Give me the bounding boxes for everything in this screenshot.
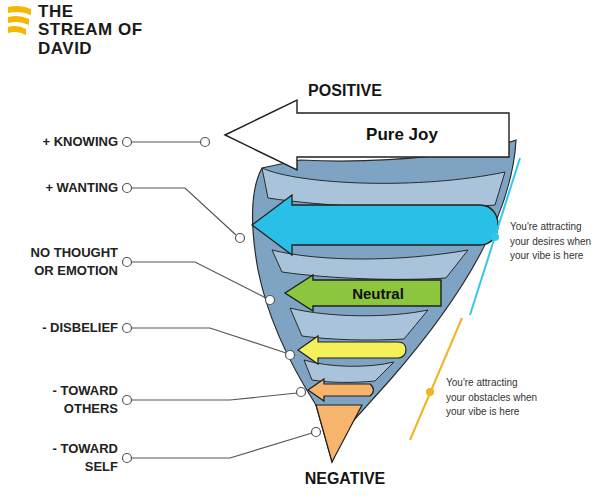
neutral-arrow: Neutral — [283, 274, 443, 312]
emotion-level: - TOWARD OTHERS — [28, 382, 118, 417]
arrow-shape — [225, 100, 509, 170]
orange-arrow — [308, 379, 374, 401]
brand-name: THE STREAM OF DAVID — [38, 3, 150, 58]
emotion-level: - DISBELIEF — [28, 319, 118, 337]
leader-dots — [123, 138, 321, 463]
joy-arrow: Pure Joy — [222, 98, 512, 172]
band-label: Neutral — [352, 285, 404, 302]
cone-tip — [316, 405, 362, 462]
spiral-band — [262, 168, 505, 208]
logo-icon — [8, 6, 31, 35]
emotion-level: NO THOUGHT OR EMOTION — [28, 244, 118, 279]
band-label: Pure Joy — [366, 125, 438, 145]
emotion-level: - TOWARD SELF — [28, 440, 118, 475]
emotion-level: + KNOWING — [28, 133, 118, 151]
range-note: You're attracting your obstacles when yo… — [446, 376, 538, 420]
leader-lines — [132, 142, 312, 458]
pole-heading: POSITIVE — [275, 82, 415, 100]
range-note: You're attracting your desires when your… — [510, 220, 596, 264]
spiral-band — [272, 250, 468, 279]
arrow-shape — [285, 275, 441, 311]
cyan-arrow — [252, 195, 498, 255]
pole-heading: NEGATIVE — [275, 470, 415, 488]
spiral-band — [290, 308, 428, 340]
emotion-level: + WANTING — [28, 179, 118, 197]
yellow-arrow — [298, 336, 406, 364]
